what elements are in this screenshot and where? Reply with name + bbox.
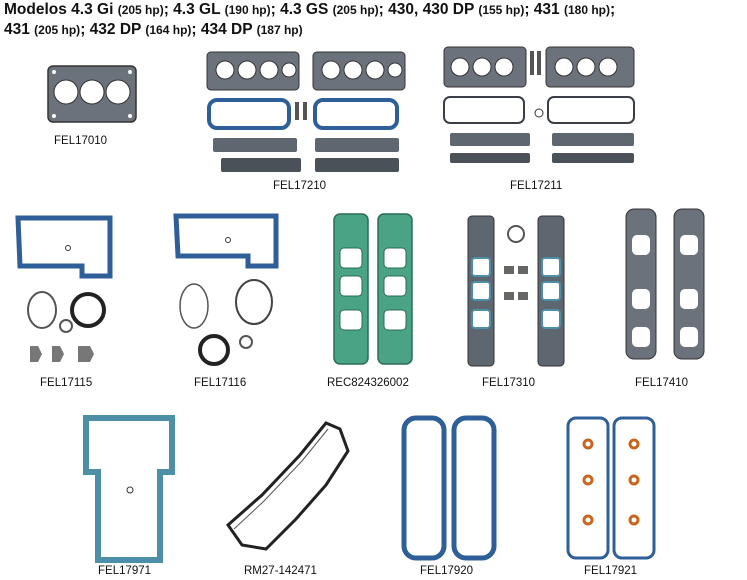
- model-text: ; 4.3 GL: [163, 1, 225, 18]
- valve-cover-gasket-image: [401, 415, 497, 561]
- horsepower-text: (205 hp): [117, 3, 164, 17]
- models-header-line-2: 431 (205 hp); 432 DP (164 hp); 434 DP (1…: [4, 20, 744, 40]
- gasket-set-image: [173, 213, 279, 366]
- horsepower-text: (187 hp): [256, 23, 303, 37]
- part-number-label: FEL17920: [420, 565, 474, 577]
- exhaust-gasket-image: [625, 208, 705, 360]
- part-rec824326002[interactable]: REC824326002: [322, 210, 432, 390]
- model-text: Modelos 4.3 Gi: [4, 1, 118, 18]
- part-fel17116[interactable]: FEL17116: [170, 210, 280, 390]
- model-text: ;: [610, 1, 616, 18]
- models-header: Modelos 4.3 Gi (205 hp); 4.3 GL (190 hp)…: [4, 0, 744, 40]
- part-fel17210[interactable]: FEL17210: [203, 50, 413, 195]
- horsepower-text: (180 hp): [563, 3, 610, 17]
- horsepower-text: (205 hp): [34, 23, 81, 37]
- model-text: 431: [4, 21, 35, 38]
- part-number-label: FEL17116: [194, 377, 247, 389]
- part-number-label: FEL17211: [510, 180, 563, 192]
- model-text: ; 431: [524, 1, 564, 18]
- horsepower-text: (164 hp): [145, 23, 192, 37]
- part-number-label: FEL17310: [482, 377, 536, 389]
- valve-cover-gasket-image: [566, 416, 656, 560]
- gasket-set-image: [206, 51, 406, 172]
- part-fel17920[interactable]: FEL17920: [398, 414, 508, 580]
- part-number-label: FEL17210: [273, 180, 327, 192]
- part-number-label: FEL17010: [54, 135, 108, 147]
- part-fel17115[interactable]: FEL17115: [12, 210, 122, 390]
- head-gasket-image: [47, 65, 137, 123]
- horsepower-text: (205 hp): [332, 3, 379, 17]
- gasket-set-image: [15, 215, 113, 362]
- part-number-label: FEL17115: [40, 377, 93, 389]
- oil-pan-gasket-image: [83, 415, 175, 563]
- part-number-label: FEL17921: [584, 565, 638, 577]
- intake-gasket-image: [333, 213, 413, 365]
- valve-cover-gasket-image: [226, 421, 350, 551]
- part-fel17310[interactable]: FEL17310: [462, 210, 572, 390]
- model-text: ; 432 DP: [80, 21, 146, 38]
- model-text: ; 4.3 GS: [270, 1, 333, 18]
- horsepower-text: (190 hp): [224, 3, 271, 17]
- gasket-set-image: [443, 46, 635, 163]
- part-fel17410[interactable]: FEL17410: [620, 205, 730, 390]
- part-number-label: FEL17971: [98, 565, 152, 577]
- part-fel17211[interactable]: FEL17211: [440, 45, 640, 195]
- part-number-label: REC824326002: [327, 377, 409, 389]
- part-fel17010[interactable]: FEL17010: [44, 62, 144, 152]
- model-text: ; 434 DP: [191, 21, 257, 38]
- part-number-label: FEL17410: [635, 377, 689, 389]
- intake-gasket-image: [467, 215, 565, 367]
- models-header-line-1: Modelos 4.3 Gi (205 hp); 4.3 GL (190 hp)…: [4, 0, 744, 20]
- part-fel17971[interactable]: FEL17971: [80, 410, 190, 580]
- model-text: ; 430, 430 DP: [378, 1, 479, 18]
- part-rm27-142471[interactable]: RM27-142471: [222, 415, 362, 580]
- part-number-label: RM27-142471: [244, 565, 317, 577]
- part-fel17921[interactable]: FEL17921: [562, 414, 672, 580]
- horsepower-text: (155 hp): [478, 3, 525, 17]
